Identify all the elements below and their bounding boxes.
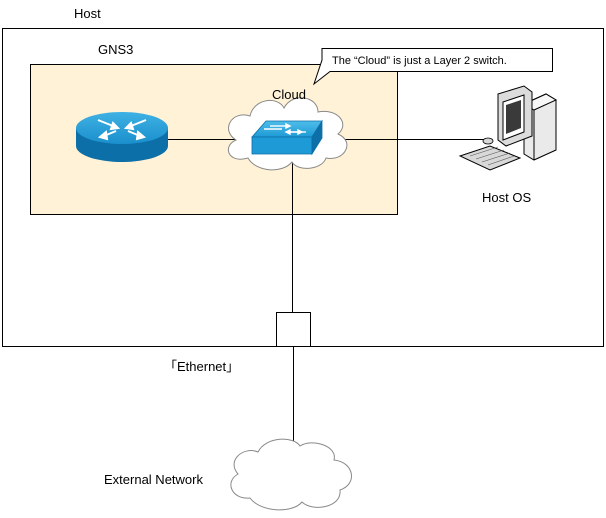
layer2-switch-icon	[251, 119, 323, 156]
host-os-label: Host OS	[482, 190, 532, 205]
callout-box	[313, 48, 553, 86]
callout-text: The “Cloud” is just a Layer 2 switch.	[332, 55, 507, 67]
external-cloud-icon	[230, 438, 352, 511]
ethernet-port-box	[276, 312, 311, 347]
ethernet-label: 「Ethernet」	[164, 359, 240, 374]
router-icon	[76, 112, 168, 162]
cloud-label: Cloud	[272, 87, 306, 102]
external-network-label: External Network	[104, 472, 203, 487]
host-label: Host	[74, 6, 101, 21]
desktop-computer-icon	[458, 85, 558, 171]
gns3-label: GNS3	[98, 42, 134, 57]
